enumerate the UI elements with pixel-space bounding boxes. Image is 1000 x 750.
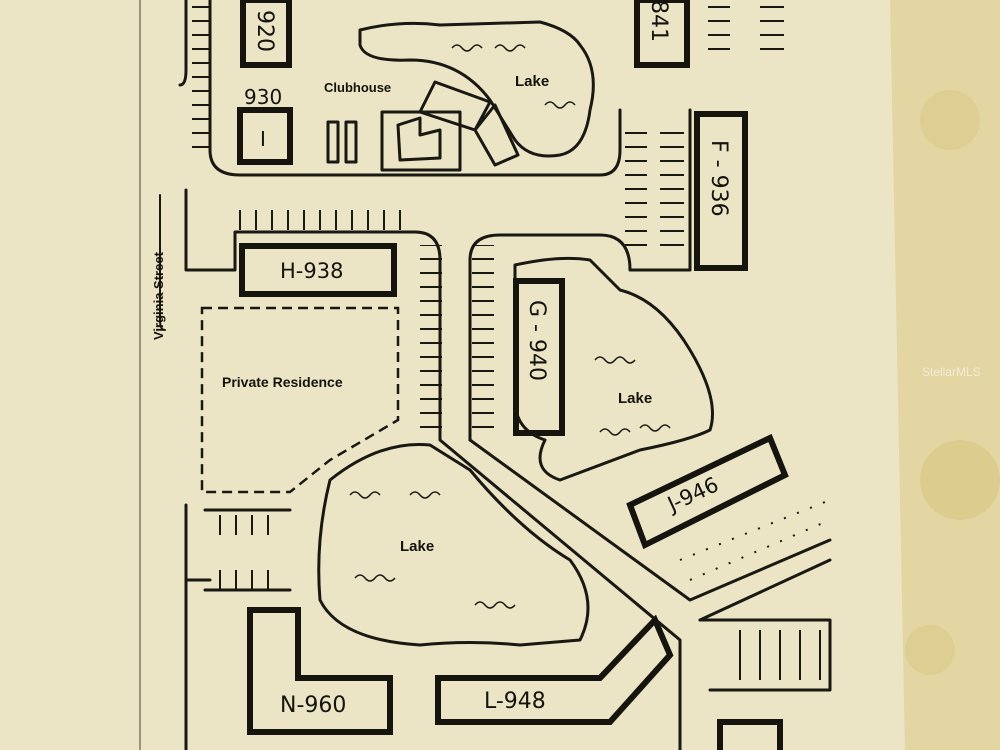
virginia-street-label: Virginia Street <box>151 251 166 340</box>
building-h938-label: H-938 <box>280 259 343 283</box>
building-930-letter: I <box>260 127 266 151</box>
lake-bottom <box>317 442 590 647</box>
building-f936-label: F - 936 <box>706 140 731 217</box>
building-g940-label: G - 940 <box>524 300 549 381</box>
water-marks <box>349 44 671 609</box>
private-residence-label: Private Residence <box>222 374 343 390</box>
clubhouse-building <box>326 80 520 172</box>
lakes <box>317 20 714 647</box>
building-l948-label: L-948 <box>484 689 546 714</box>
parking-stalls <box>192 0 831 680</box>
lake-top-label: Lake <box>515 73 549 90</box>
building-n960-label: N-960 <box>280 693 346 718</box>
building-930-label: 930 <box>244 85 282 109</box>
watermark: StellarMLS <box>922 365 981 379</box>
clubhouse-label: Clubhouse <box>324 80 391 95</box>
counter-texture <box>905 90 1000 675</box>
lake-top <box>358 20 595 158</box>
private-residence-outline <box>200 306 400 494</box>
building-841-label: 841 <box>646 0 671 42</box>
building-920-label: 920 <box>252 10 277 52</box>
lake-right <box>513 256 714 482</box>
lake-bottom-label: Lake <box>400 538 434 555</box>
lake-right-label: Lake <box>618 390 652 407</box>
buildings <box>237 0 789 750</box>
